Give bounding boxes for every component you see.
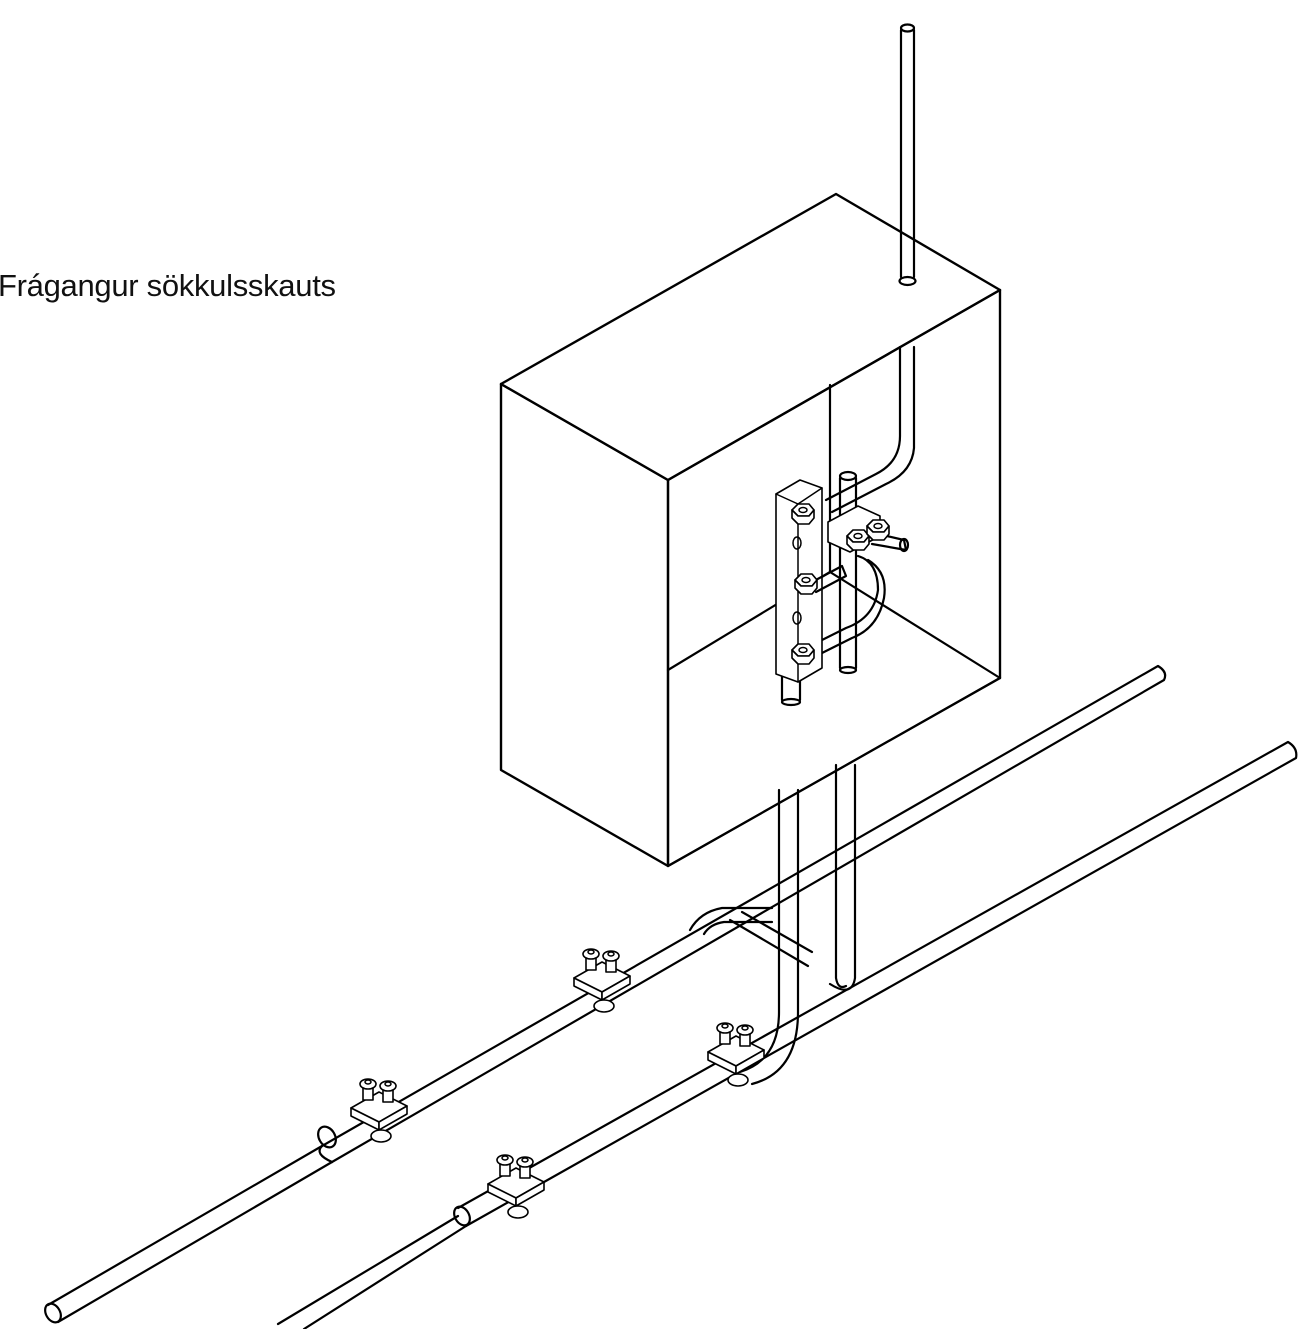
bolt-top <box>791 503 815 525</box>
air-terminal-rod <box>898 23 917 287</box>
clamp-back-near <box>350 1078 408 1143</box>
connection-pipe <box>688 906 814 968</box>
bolt-bottom <box>791 643 815 665</box>
bolt-middle <box>794 564 848 595</box>
riser-pipes <box>738 763 857 1086</box>
clamp-back-far <box>573 948 631 1013</box>
diagram-title: Frágangur sökkulsskauts <box>0 268 336 303</box>
ground-rod-front <box>276 740 1298 1329</box>
internal-conductor <box>824 345 916 514</box>
junction-box <box>499 192 1002 868</box>
ground-rod-back <box>44 664 1167 1324</box>
clamp-front-far <box>707 1022 765 1087</box>
pipe-clamp-internal <box>827 505 910 553</box>
